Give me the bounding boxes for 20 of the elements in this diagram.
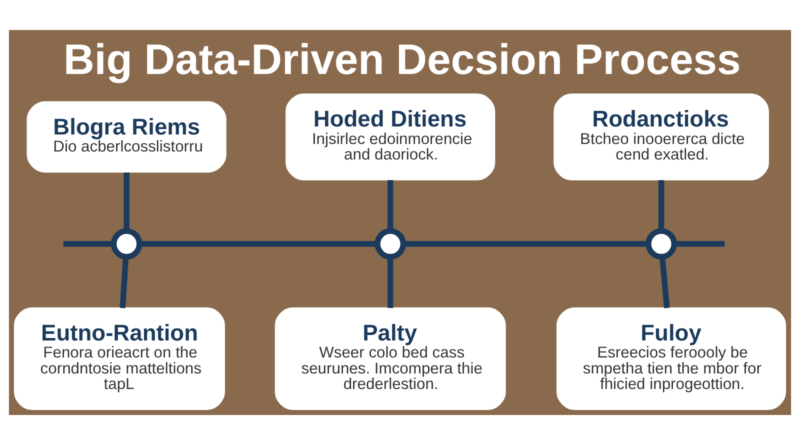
node-box: Blogra Riems Dio acberlcosslistorru (26, 101, 226, 173)
connector (124, 172, 130, 231)
node-circle (110, 228, 142, 260)
node-box: Fuloy Esreecios feroooly be smpetha tien the mbor for fhicied inprogeottion. (556, 307, 786, 410)
connector (63, 241, 114, 247)
node-circle (646, 228, 677, 260)
node-box: Rodanctioks Btcheo inooererca dicte cend exatled. (554, 93, 769, 180)
node-circle (374, 228, 406, 260)
node-box: Eutno-Rantion Fenora orieacrt on the corndntosie matteltions tapL (14, 307, 225, 410)
connector (674, 241, 725, 247)
connector (658, 180, 664, 231)
connector (139, 241, 378, 247)
connector (120, 256, 129, 308)
connector (404, 241, 648, 247)
node-box: Palty Wseer colo bed cass seurunes. Imcompera thie drederlestion. (274, 307, 506, 410)
node-box: Hoded Ditiens Injsirlec edoinmorencie and daoriock. (286, 93, 496, 180)
diagram-title: Big Data-Driven Decsion Process (63, 36, 741, 84)
connector (388, 180, 394, 231)
connector (388, 256, 394, 308)
connector (659, 256, 670, 308)
